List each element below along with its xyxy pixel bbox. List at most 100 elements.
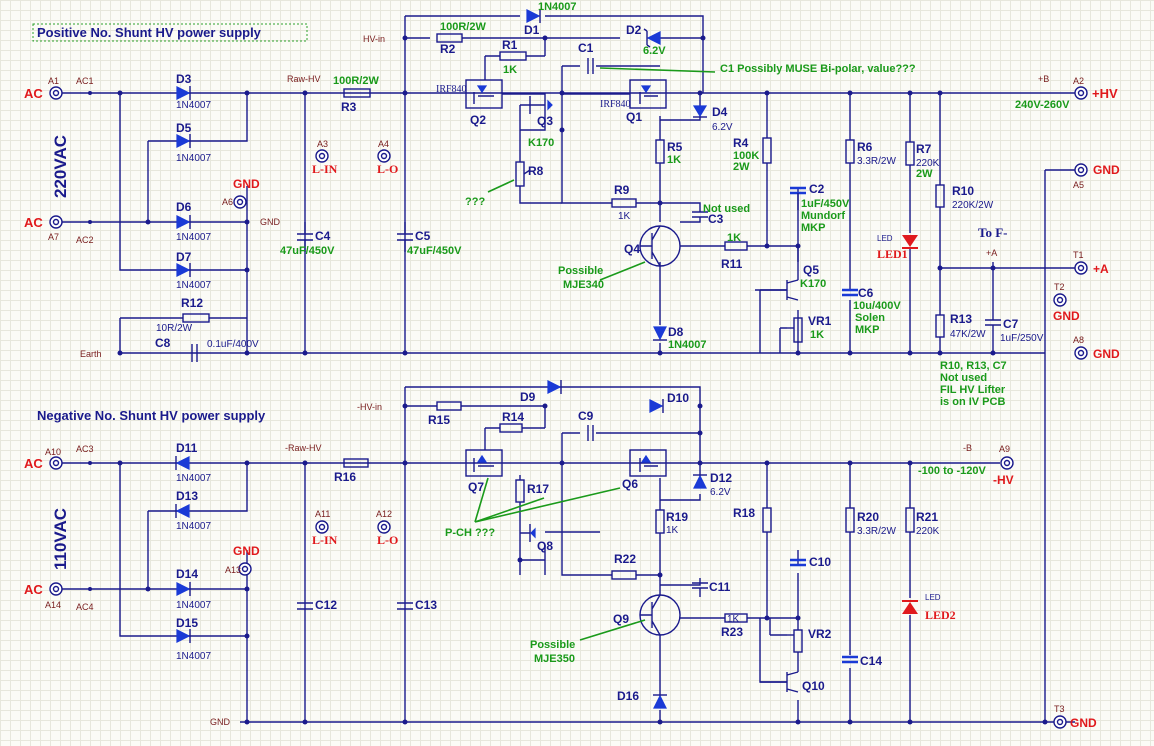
- capacitor-C14[interactable]: [842, 655, 858, 664]
- diode-D16[interactable]: [653, 694, 667, 709]
- resistor-R5[interactable]: [655, 139, 665, 164]
- capacitor-C4[interactable]: [297, 222, 313, 252]
- terminal-A10[interactable]: [49, 456, 63, 470]
- capacitor-C8[interactable]: [191, 344, 198, 362]
- resistor-R21[interactable]: [905, 507, 915, 533]
- jfet-Q3[interactable]: [520, 96, 553, 114]
- terminal-T3[interactable]: [1053, 715, 1067, 729]
- terminal-A12[interactable]: [377, 520, 391, 534]
- C2-value3: MKP: [801, 222, 825, 234]
- resistor-R3[interactable]: [343, 88, 371, 98]
- terminal-A7[interactable]: [49, 215, 63, 229]
- resistor-R23[interactable]: [724, 613, 748, 623]
- jfet-Q10[interactable]: [760, 671, 799, 693]
- led-LED1[interactable]: [902, 235, 918, 249]
- resistor-R7[interactable]: [905, 141, 915, 166]
- terminal-T1[interactable]: [1074, 261, 1088, 275]
- D4-value: 6.2V: [712, 122, 733, 133]
- mosfet-Q2[interactable]: [465, 79, 545, 109]
- mosfet-Q1[interactable]: [562, 79, 667, 109]
- terminal-A2[interactable]: [1074, 86, 1088, 100]
- resistor-R2[interactable]: [436, 33, 463, 43]
- C7-label: C7: [1003, 317, 1019, 331]
- diode-D11[interactable]: [175, 456, 190, 470]
- capacitor-C7[interactable]: [985, 319, 1001, 330]
- capacitors-pos[interactable]: [191, 58, 1001, 362]
- R18-label: R18: [733, 506, 755, 520]
- resistor-R8[interactable]: [515, 161, 525, 187]
- resistor-R9[interactable]: [611, 198, 637, 208]
- capacitor-C3[interactable]: [680, 211, 708, 223]
- diode-D15[interactable]: [176, 629, 191, 643]
- terminal-A4[interactable]: [377, 149, 391, 163]
- zener-D4[interactable]: [692, 105, 708, 118]
- capacitor-C6[interactable]: [842, 288, 858, 297]
- diode-D8[interactable]: [653, 326, 667, 341]
- terminal-A3[interactable]: [315, 149, 329, 163]
- capacitor-C11[interactable]: [692, 582, 708, 589]
- Q5-value: K170: [800, 278, 826, 290]
- resistor-R19[interactable]: [655, 509, 665, 534]
- capacitor-C10[interactable]: [790, 558, 806, 567]
- jfet-Q5[interactable]: [760, 279, 799, 301]
- resistor-R16[interactable]: [343, 458, 369, 468]
- terminal-A8[interactable]: [1074, 346, 1088, 360]
- mosfet-Q6[interactable]: [629, 449, 667, 477]
- diode-D9[interactable]: [547, 380, 562, 394]
- terminal-A14[interactable]: [49, 582, 63, 596]
- resistor-R4[interactable]: [762, 137, 772, 164]
- diode-D14[interactable]: [176, 582, 191, 596]
- terminal-A1[interactable]: [49, 86, 63, 100]
- resistor-R22[interactable]: [611, 570, 637, 580]
- terminal-A6[interactable]: [233, 195, 247, 209]
- zener-D2[interactable]: [643, 28, 661, 48]
- resistor-R11[interactable]: [724, 241, 748, 251]
- potentiometer-VR2[interactable]: [787, 629, 803, 653]
- resistors-pos[interactable]: [182, 33, 945, 338]
- resistors-neg[interactable]: [343, 401, 915, 623]
- resistor-R6[interactable]: [845, 139, 855, 164]
- capacitor-C1[interactable]: [587, 58, 594, 74]
- resistor-R10[interactable]: [935, 184, 945, 208]
- diode-D7[interactable]: [176, 263, 191, 277]
- note-c1: C1 Possibly MUSE Bi-polar, value???: [720, 63, 916, 75]
- resistor-R18[interactable]: [762, 507, 772, 533]
- potentiometer-VR1[interactable]: [787, 317, 803, 343]
- terminal-A9[interactable]: [1000, 456, 1014, 470]
- label-A7: A7: [48, 232, 59, 242]
- resistor-R14[interactable]: [499, 423, 523, 433]
- R16-label: R16: [334, 470, 356, 484]
- resistor-R15[interactable]: [436, 401, 462, 411]
- net-minus-b: -B: [963, 443, 972, 453]
- zener-D12[interactable]: [693, 474, 707, 489]
- capacitor-C13[interactable]: [397, 602, 413, 610]
- diode-D13[interactable]: [175, 504, 190, 518]
- resistor-R12[interactable]: [182, 313, 210, 323]
- terminal-A11[interactable]: [315, 520, 329, 534]
- diode-D1[interactable]: [526, 9, 541, 23]
- resistor-R1[interactable]: [499, 51, 527, 61]
- terminal-T2[interactable]: [1053, 293, 1067, 307]
- C1-label: C1: [578, 41, 594, 55]
- capacitor-C2[interactable]: [790, 186, 806, 210]
- led-LED2[interactable]: [902, 600, 918, 614]
- D12-value: 6.2V: [710, 487, 731, 498]
- resistor-R17[interactable]: [515, 479, 525, 503]
- terminal-A5[interactable]: [1074, 163, 1088, 177]
- diode-D10[interactable]: [649, 399, 664, 413]
- diode-D6[interactable]: [176, 215, 191, 229]
- terminal-A13[interactable]: [238, 562, 252, 576]
- bjt-Q4[interactable]: [639, 225, 681, 267]
- diode-D3[interactable]: [176, 86, 191, 100]
- capacitor-C5[interactable]: [397, 222, 413, 252]
- capacitor-C9[interactable]: [587, 425, 594, 441]
- resistor-R20[interactable]: [845, 507, 855, 533]
- mosfet-Q7[interactable]: [465, 449, 503, 477]
- diode-D5[interactable]: [176, 134, 191, 148]
- bjt-Q9[interactable]: [639, 594, 681, 636]
- jfet-Q8[interactable]: [520, 524, 536, 542]
- capacitors-neg[interactable]: [297, 425, 858, 664]
- capacitor-C12[interactable]: [297, 602, 313, 610]
- title-frame: [32, 23, 308, 42]
- resistor-R13[interactable]: [935, 314, 945, 338]
